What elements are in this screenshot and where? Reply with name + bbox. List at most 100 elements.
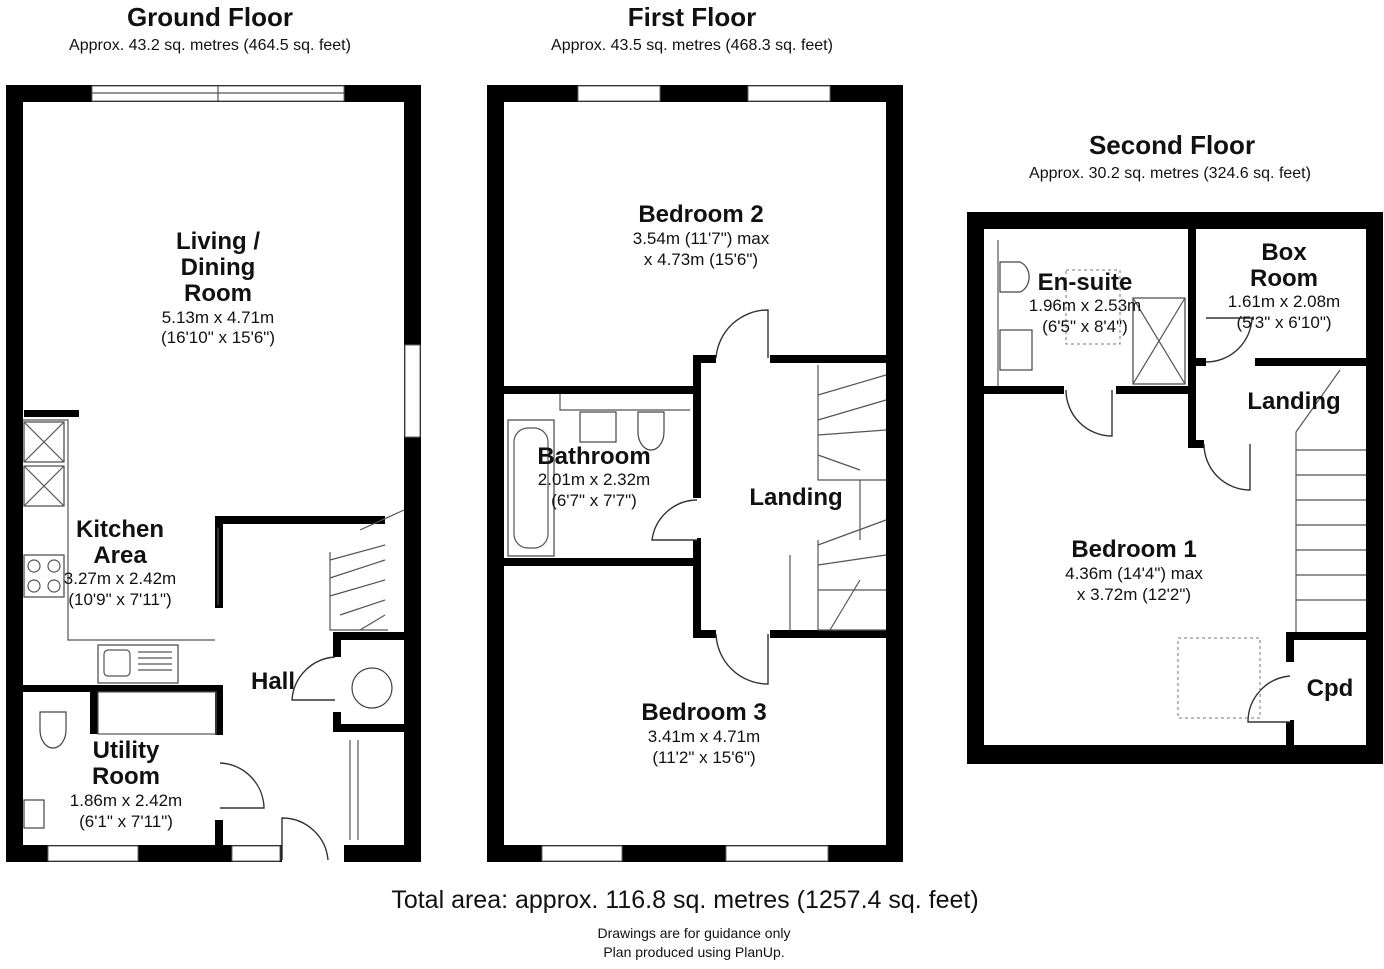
- gf-toilet: [39, 711, 67, 749]
- second-floor-heading: Second Floor Approx. 30.2 sq. metres (32…: [1029, 130, 1311, 182]
- gf-stair-1: [329, 544, 386, 561]
- sf-shower-diag-2: [1132, 297, 1186, 385]
- ff-wall-right: [886, 85, 903, 862]
- room-dimension-line: (6'1" x 7'11"): [79, 812, 173, 831]
- ff-stair-l1: [817, 519, 887, 546]
- gf-stair-5: [359, 614, 386, 631]
- room-dimension-line: 3.54m (11'7") max: [633, 229, 770, 248]
- gf-window-bottom-utility: [47, 845, 139, 862]
- room-dimension-line: 1.86m x 2.42m: [70, 791, 182, 810]
- ground-floor-heading: Ground Floor Approx. 43.2 sq. metres (46…: [69, 2, 351, 54]
- sf-wall-ensuite-bottom-left: [984, 386, 1064, 394]
- sf-boxroom-door: [1205, 317, 1253, 363]
- room-first-floor-landing: Landing: [749, 484, 842, 511]
- room-en-suite: En-suite 1.96m x 2.53m (6'5" x 8'4"): [1029, 269, 1141, 336]
- gf-wall-right: [404, 85, 421, 862]
- ff-wall-landing-left-bottom: [693, 538, 701, 638]
- ff-stair-l2: [817, 554, 887, 566]
- room-dimension-line: (6'7" x 7'7"): [551, 491, 637, 510]
- room-dimension-line: (16'10" x 15'6"): [161, 328, 275, 347]
- room-dimension-line: (5'3" x 6'10"): [1236, 313, 1331, 332]
- sf-wall-ensuite-right: [1188, 229, 1196, 447]
- room-dimension-line: 1.96m x 2.53m: [1029, 296, 1141, 315]
- first-floor-plan: Bedroom 2 3.54m (11'7") max x 4.73m (15'…: [487, 85, 903, 862]
- gf-front-door: [281, 817, 329, 861]
- gf-stair-2: [329, 559, 386, 579]
- sf-toilet: [999, 261, 1030, 293]
- room-name-line: Room: [184, 280, 252, 307]
- ff-wall-top: [487, 85, 903, 102]
- room-name-line: Cpd: [1307, 675, 1354, 702]
- room-kitchen-area: Kitchen Area 3.27m x 2.42m (10'9" x 7'11…: [64, 516, 176, 609]
- room-box-room: Box Room 1.61m x 2.08m (5'3" x 6'10"): [1228, 239, 1340, 332]
- gf-kitchen-unit-1-x2: [23, 421, 65, 463]
- room-name-line: Bedroom 3: [641, 699, 766, 726]
- ff-stair-u4: [817, 454, 861, 471]
- gf-wall-cupboard-bottom: [333, 724, 408, 732]
- room-name-line: Bathroom: [537, 443, 650, 470]
- gf-stair-3: [329, 579, 386, 597]
- first-floor-area: Approx. 43.5 sq. metres (468.3 sq. feet): [551, 37, 833, 54]
- room-living-dining: Living / Dining Room 5.13m x 4.71m (16'1…: [161, 228, 275, 347]
- ff-wall-bed2-bath: [504, 386, 700, 394]
- ff-wall-bed2-door-right: [770, 355, 890, 363]
- gf-utility-counter: [97, 691, 217, 735]
- gf-hob-ring-1: [27, 559, 41, 573]
- room-dimension-line: 4.36m (14'4") max: [1065, 564, 1203, 583]
- total-area: Total area: approx. 116.8 sq. metres (12…: [391, 886, 978, 914]
- footer: Total area: approx. 116.8 sq. metres (12…: [391, 886, 978, 960]
- room-name-line: Bedroom 2: [638, 201, 763, 228]
- gf-stair-6: [359, 509, 405, 531]
- gf-cupboard-boiler: [351, 667, 393, 709]
- gf-kitchen-unit-2-x2: [23, 465, 65, 507]
- gf-wall-utility-stub: [90, 692, 98, 734]
- room-name-line: Room: [92, 763, 160, 790]
- room-dimension-line: (10'9" x 7'11"): [68, 590, 171, 609]
- room-dimension-line: 3.27m x 2.42m: [64, 569, 176, 588]
- sf-wall-cpd-left-top: [1286, 632, 1294, 662]
- room-dimension-line: (11'2" x 15'6"): [652, 748, 755, 767]
- ff-wall-left: [487, 85, 504, 862]
- room-name-line: Bedroom 1: [1071, 536, 1196, 563]
- ff-toilet: [637, 411, 665, 451]
- sf-basin: [999, 329, 1033, 371]
- gf-window-right: [404, 344, 421, 438]
- ff-bath-counter: [559, 394, 690, 411]
- first-floor-title: First Floor: [628, 2, 757, 32]
- ff-bathroom-door: [651, 499, 698, 541]
- gf-wall-cupboard-top: [333, 632, 408, 640]
- room-second-floor-landing: Landing: [1247, 388, 1340, 415]
- ff-stair-l4: [829, 579, 861, 631]
- ff-stairs-lower-outline: [817, 540, 886, 631]
- gf-wall-hall-left-lower: [215, 685, 223, 735]
- sf-ensuite-skylight: [1065, 269, 1121, 345]
- room-dimension-line: 3.41m x 4.71m: [648, 727, 760, 746]
- gf-wall-kitchen-utility: [23, 685, 220, 692]
- ff-stair-u2: [817, 399, 887, 421]
- ground-floor-title: Ground Floor: [127, 2, 293, 32]
- gf-wall-hall-left-upper: [215, 516, 223, 608]
- sf-wall-bottom: [967, 745, 1383, 764]
- ff-bed2-door: [715, 309, 769, 359]
- ground-floor-plan: Living / Dining Room 5.13m x 4.71m (16'1…: [6, 85, 421, 862]
- room-name-line: En-suite: [1038, 269, 1133, 296]
- gf-wall-left: [6, 85, 23, 862]
- gf-hob-ring-3: [27, 579, 41, 593]
- second-floor-area: Approx. 30.2 sq. metres (324.6 sq. feet): [1029, 165, 1311, 182]
- guidance-note: Drawings are for guidance only: [598, 925, 791, 941]
- room-dimension-line: 1.61m x 2.08m: [1228, 292, 1340, 311]
- ff-window-top-1: [577, 85, 661, 102]
- room-dimension-line: 2.01m x 2.32m: [538, 470, 650, 489]
- room-bedroom-3: Bedroom 3 3.41m x 4.71m (11'2" x 15'6"): [641, 699, 766, 767]
- gf-cupboard-door: [291, 656, 336, 701]
- gf-window-bottom-hall: [231, 845, 281, 862]
- gf-kitchen-sink-bowl: [103, 649, 131, 677]
- room-name-line: Landing: [749, 484, 842, 511]
- room-dimension-line: x 3.72m (12'2"): [1077, 585, 1191, 604]
- ff-wall-bed2-door-left: [693, 355, 716, 363]
- sf-wall-top: [967, 212, 1383, 229]
- sf-ensuite-door: [1065, 389, 1113, 437]
- room-utility: Utility Room 1.86m x 2.42m (6'1" x 7'11"…: [70, 737, 182, 831]
- gf-wall-cupboard-left-top: [333, 632, 341, 657]
